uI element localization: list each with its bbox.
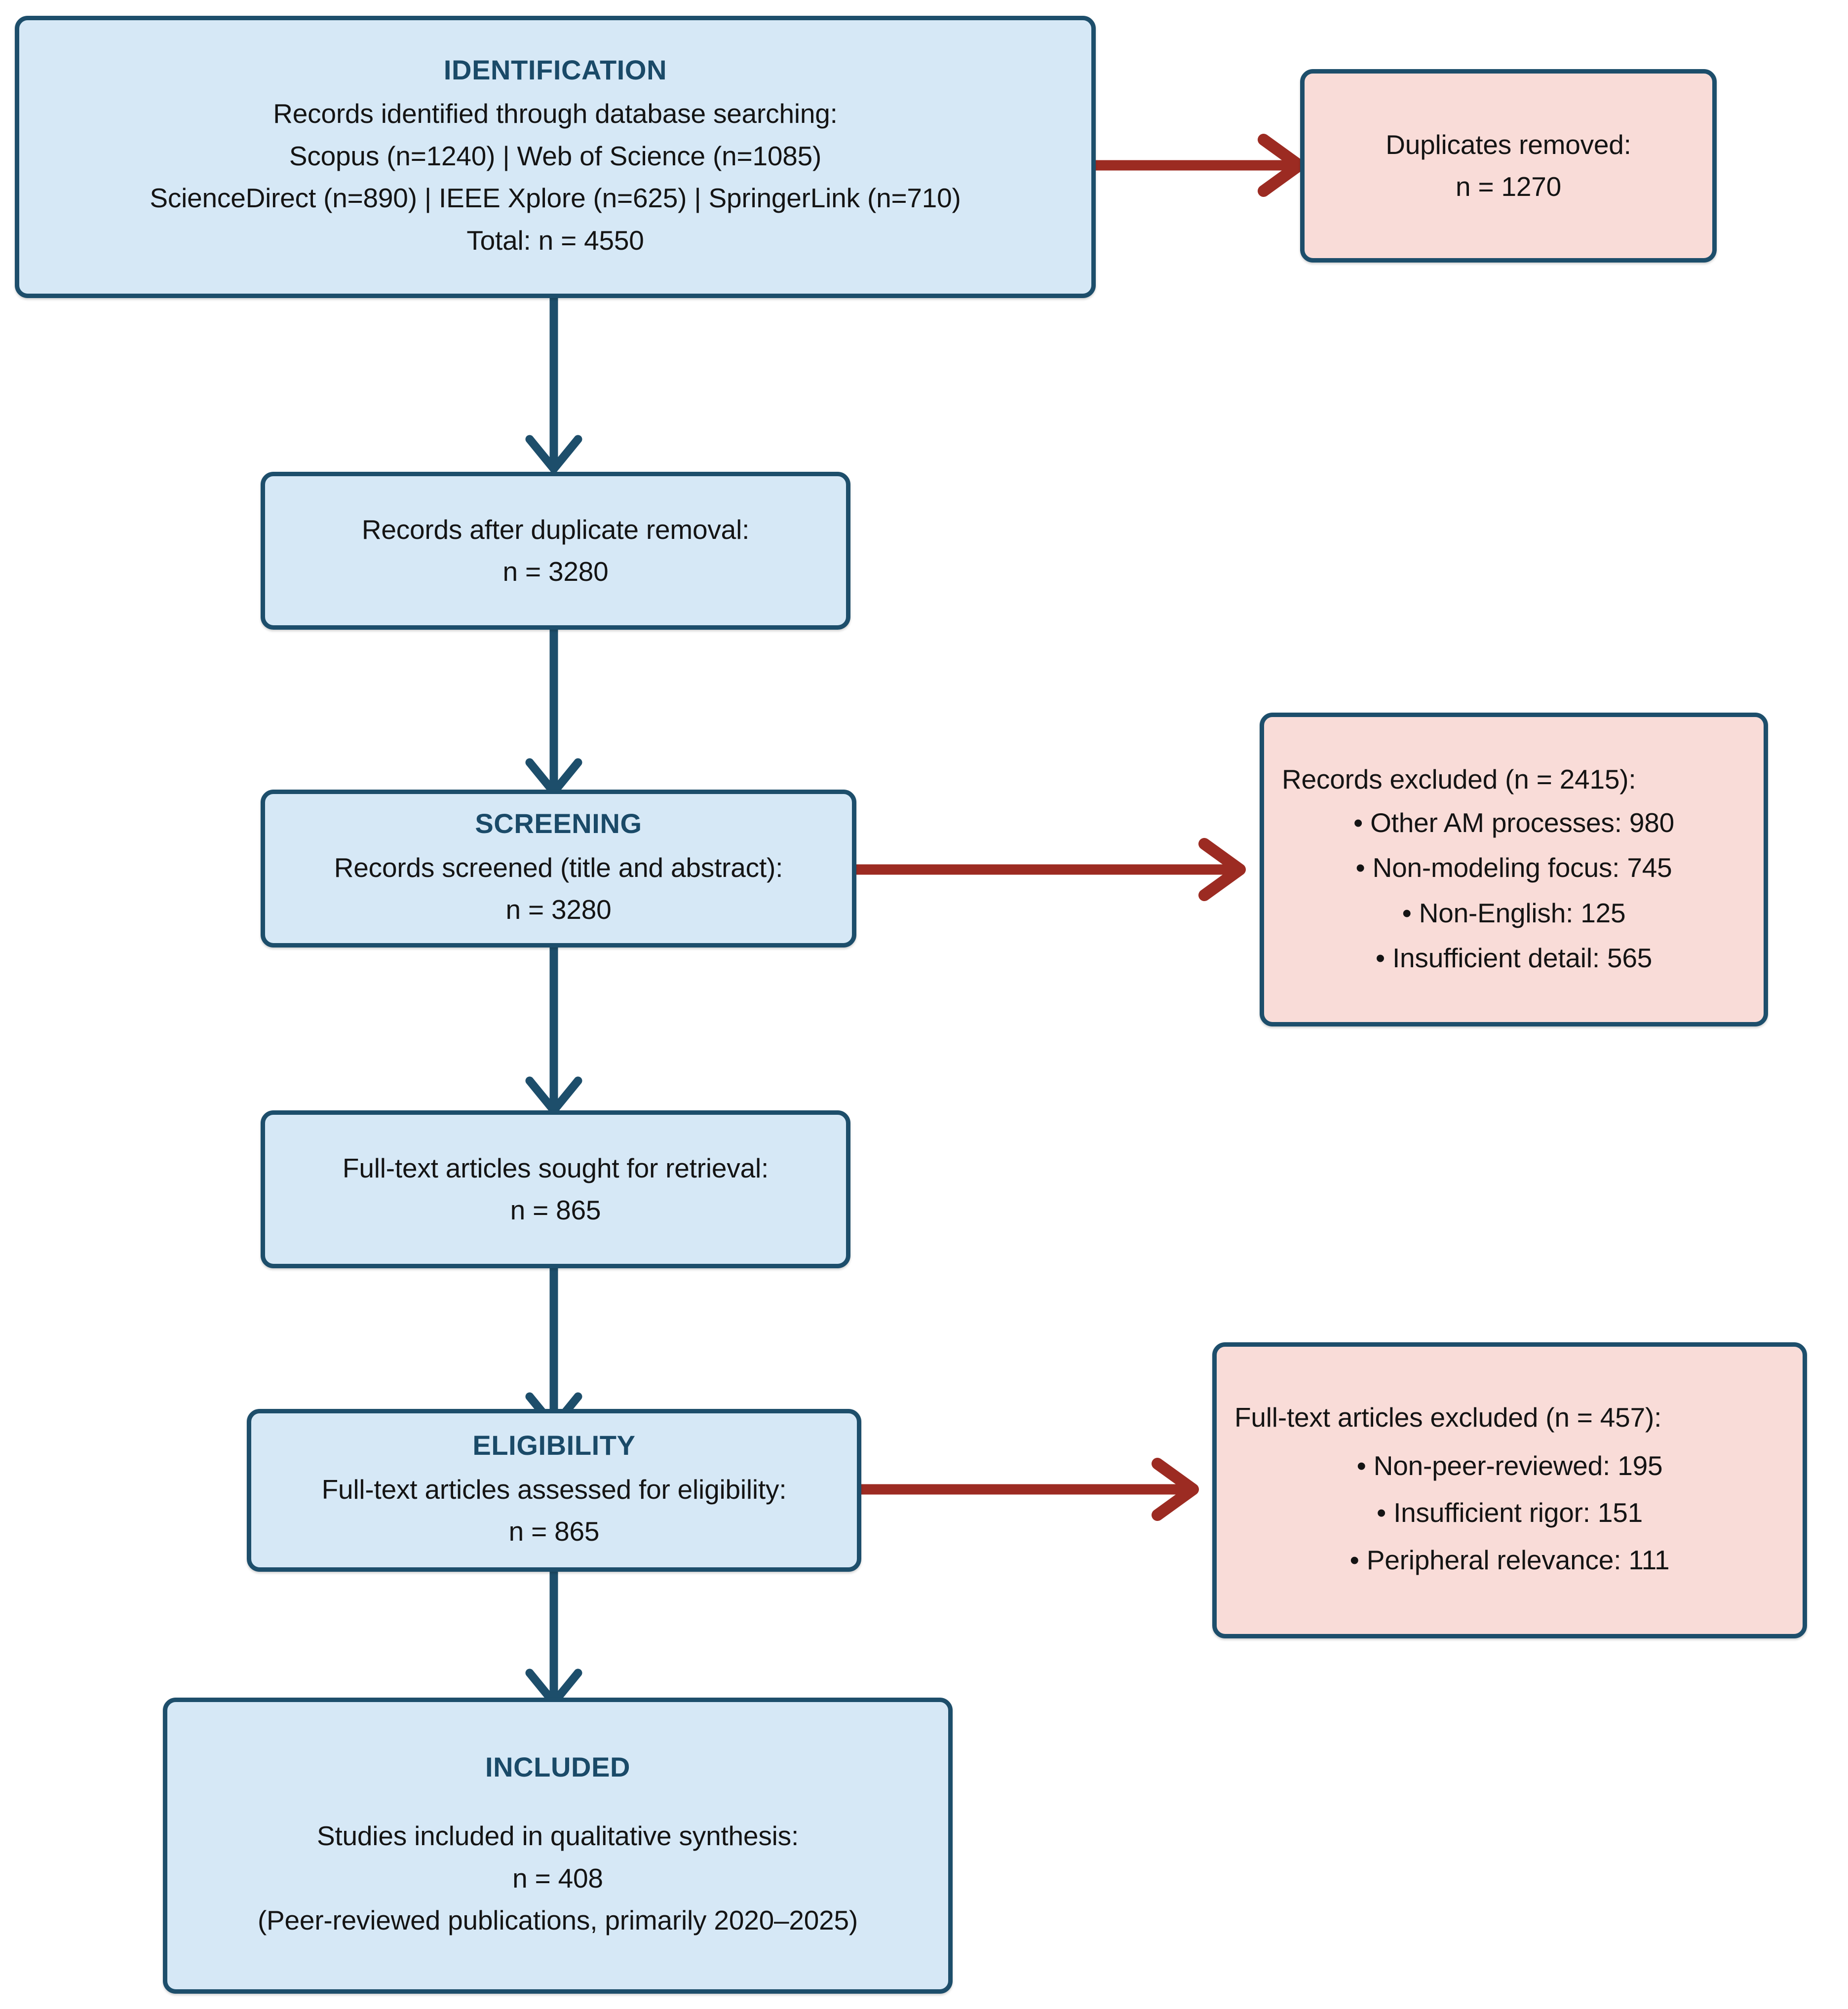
eligibility-line-2: n = 865 <box>508 1516 600 1547</box>
node-included[interactable]: INCLUDED Studies included in qualitative… <box>163 1698 953 1994</box>
flow-arrow-identification-to-after-duplicates <box>525 296 582 473</box>
fulltext-sought-count: n = 865 <box>510 1195 601 1225</box>
node-records-after-duplicate-removal[interactable]: Records after duplicate removal: n = 328… <box>261 472 850 630</box>
node-identification[interactable]: IDENTIFICATION Records identified throug… <box>15 16 1096 298</box>
node-fulltext-excluded[interactable]: Full-text articles excluded (n = 457): •… <box>1212 1342 1807 1638</box>
after-duplicates-label: Records after duplicate removal: <box>361 514 750 545</box>
exclusion-arrow-duplicates <box>1076 134 1305 197</box>
node-fulltext-sought[interactable]: Full-text articles sought for retrieval:… <box>261 1110 850 1268</box>
included-line-2: n = 408 <box>512 1862 603 1894</box>
exclusion-arrow-fulltext-excluded <box>856 1458 1199 1521</box>
records-excluded-item-2: • Non-English: 125 <box>1402 897 1626 928</box>
duplicates-removed-label: Duplicates removed: <box>1386 129 1631 160</box>
flow-arrow-fulltext-sought-to-eligibility <box>525 1253 582 1431</box>
identification-stage-title: IDENTIFICATION <box>443 54 667 85</box>
eligibility-stage-title: ELIGIBILITY <box>472 1430 636 1461</box>
identification-line-1: Records identified through database sear… <box>273 98 838 129</box>
exclusion-arrow-records-excluded <box>851 838 1246 901</box>
identification-line-2: Scopus (n=1240) | Web of Science (n=1085… <box>289 140 822 171</box>
records-excluded-item-3: • Insufficient detail: 565 <box>1375 943 1653 974</box>
node-duplicates-removed[interactable]: Duplicates removed: n = 1270 <box>1300 69 1717 263</box>
flow-arrow-screening-to-fulltext-sought <box>525 928 582 1115</box>
flow-arrow-eligibility-to-included <box>525 1572 582 1707</box>
included-line-1: Studies included in qualitative synthesi… <box>316 1820 799 1852</box>
identification-line-3: ScienceDirect (n=890) | IEEE Xplore (n=6… <box>150 183 961 214</box>
fulltext-excluded-header: Full-text articles excluded (n = 457): <box>1234 1402 1662 1433</box>
fulltext-excluded-item-1: • Insufficient rigor: 151 <box>1376 1497 1643 1528</box>
after-duplicates-count: n = 3280 <box>502 556 609 587</box>
identification-line-4: Total: n = 4550 <box>466 225 644 256</box>
included-stage-title: INCLUDED <box>485 1751 631 1783</box>
included-line-3: (Peer-reviewed publications, primarily 2… <box>257 1905 858 1936</box>
fulltext-excluded-item-0: • Non-peer-reviewed: 195 <box>1356 1450 1663 1481</box>
records-excluded-header: Records excluded (n = 2415): <box>1282 764 1636 795</box>
screening-line-1: Records screened (title and abstract): <box>334 852 783 883</box>
records-excluded-item-1: • Non-modeling focus: 745 <box>1355 852 1672 883</box>
eligibility-line-1: Full-text articles assessed for eligibil… <box>321 1474 787 1505</box>
fulltext-sought-label: Full-text articles sought for retrieval: <box>342 1152 769 1183</box>
fulltext-excluded-item-2: • Peripheral relevance: 111 <box>1349 1544 1670 1575</box>
node-records-excluded[interactable]: Records excluded (n = 2415): • Other AM … <box>1260 713 1768 1026</box>
screening-line-2: n = 3280 <box>505 894 612 925</box>
screening-stage-title: SCREENING <box>475 808 642 839</box>
flow-arrow-after-duplicates-to-screening <box>525 629 582 796</box>
node-eligibility[interactable]: ELIGIBILITY Full-text articles assessed … <box>247 1409 861 1572</box>
records-excluded-item-0: • Other AM processes: 980 <box>1353 807 1675 838</box>
duplicates-removed-count: n = 1270 <box>1455 171 1562 202</box>
node-screening[interactable]: SCREENING Records screened (title and ab… <box>261 790 856 948</box>
